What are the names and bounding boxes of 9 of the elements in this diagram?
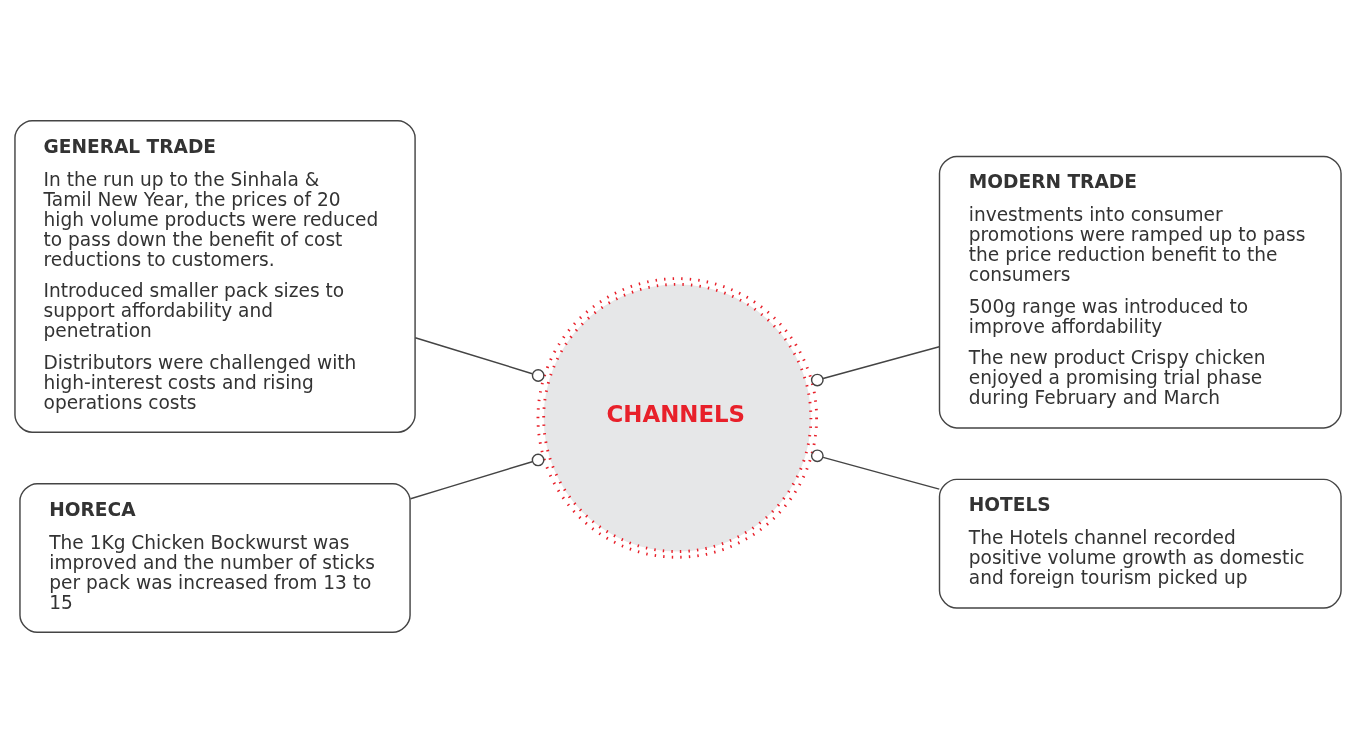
- connector: [810, 346, 940, 387]
- connector: [414, 337, 545, 382]
- node-box: HOTELS The Hotels channel recorded positive volume growth as domestic and foreign tourism picked up: [938, 478, 1342, 609]
- node-box: HORECA The 1Kg Chicken Bockwurst was improved and the number of sticks per pack was increased from 13 to 15: [19, 482, 411, 633]
- node-box: GENERAL TRADE In the run up to the Sinhala & Tamil New Year, the prices of 20 high volume products were reduced to pass down the benefit of cost reductions to customers. Introduced smaller pack sizes to support affordability and penetration Distributors were challenged with high-interest costs and rising operations costs: [14, 120, 416, 433]
- connector: [409, 453, 545, 500]
- node-circle: CHANNELS: [536, 277, 819, 559]
- node-box: MODERN TRADE investments into consumer promotions were ramped up to pass the price reduction benefit to the consumers 500g range was introduced to improve affordability The new product Crispy chicken enjoyed a promising trial phase during February and March: [938, 155, 1342, 429]
- connector: [810, 449, 940, 490]
